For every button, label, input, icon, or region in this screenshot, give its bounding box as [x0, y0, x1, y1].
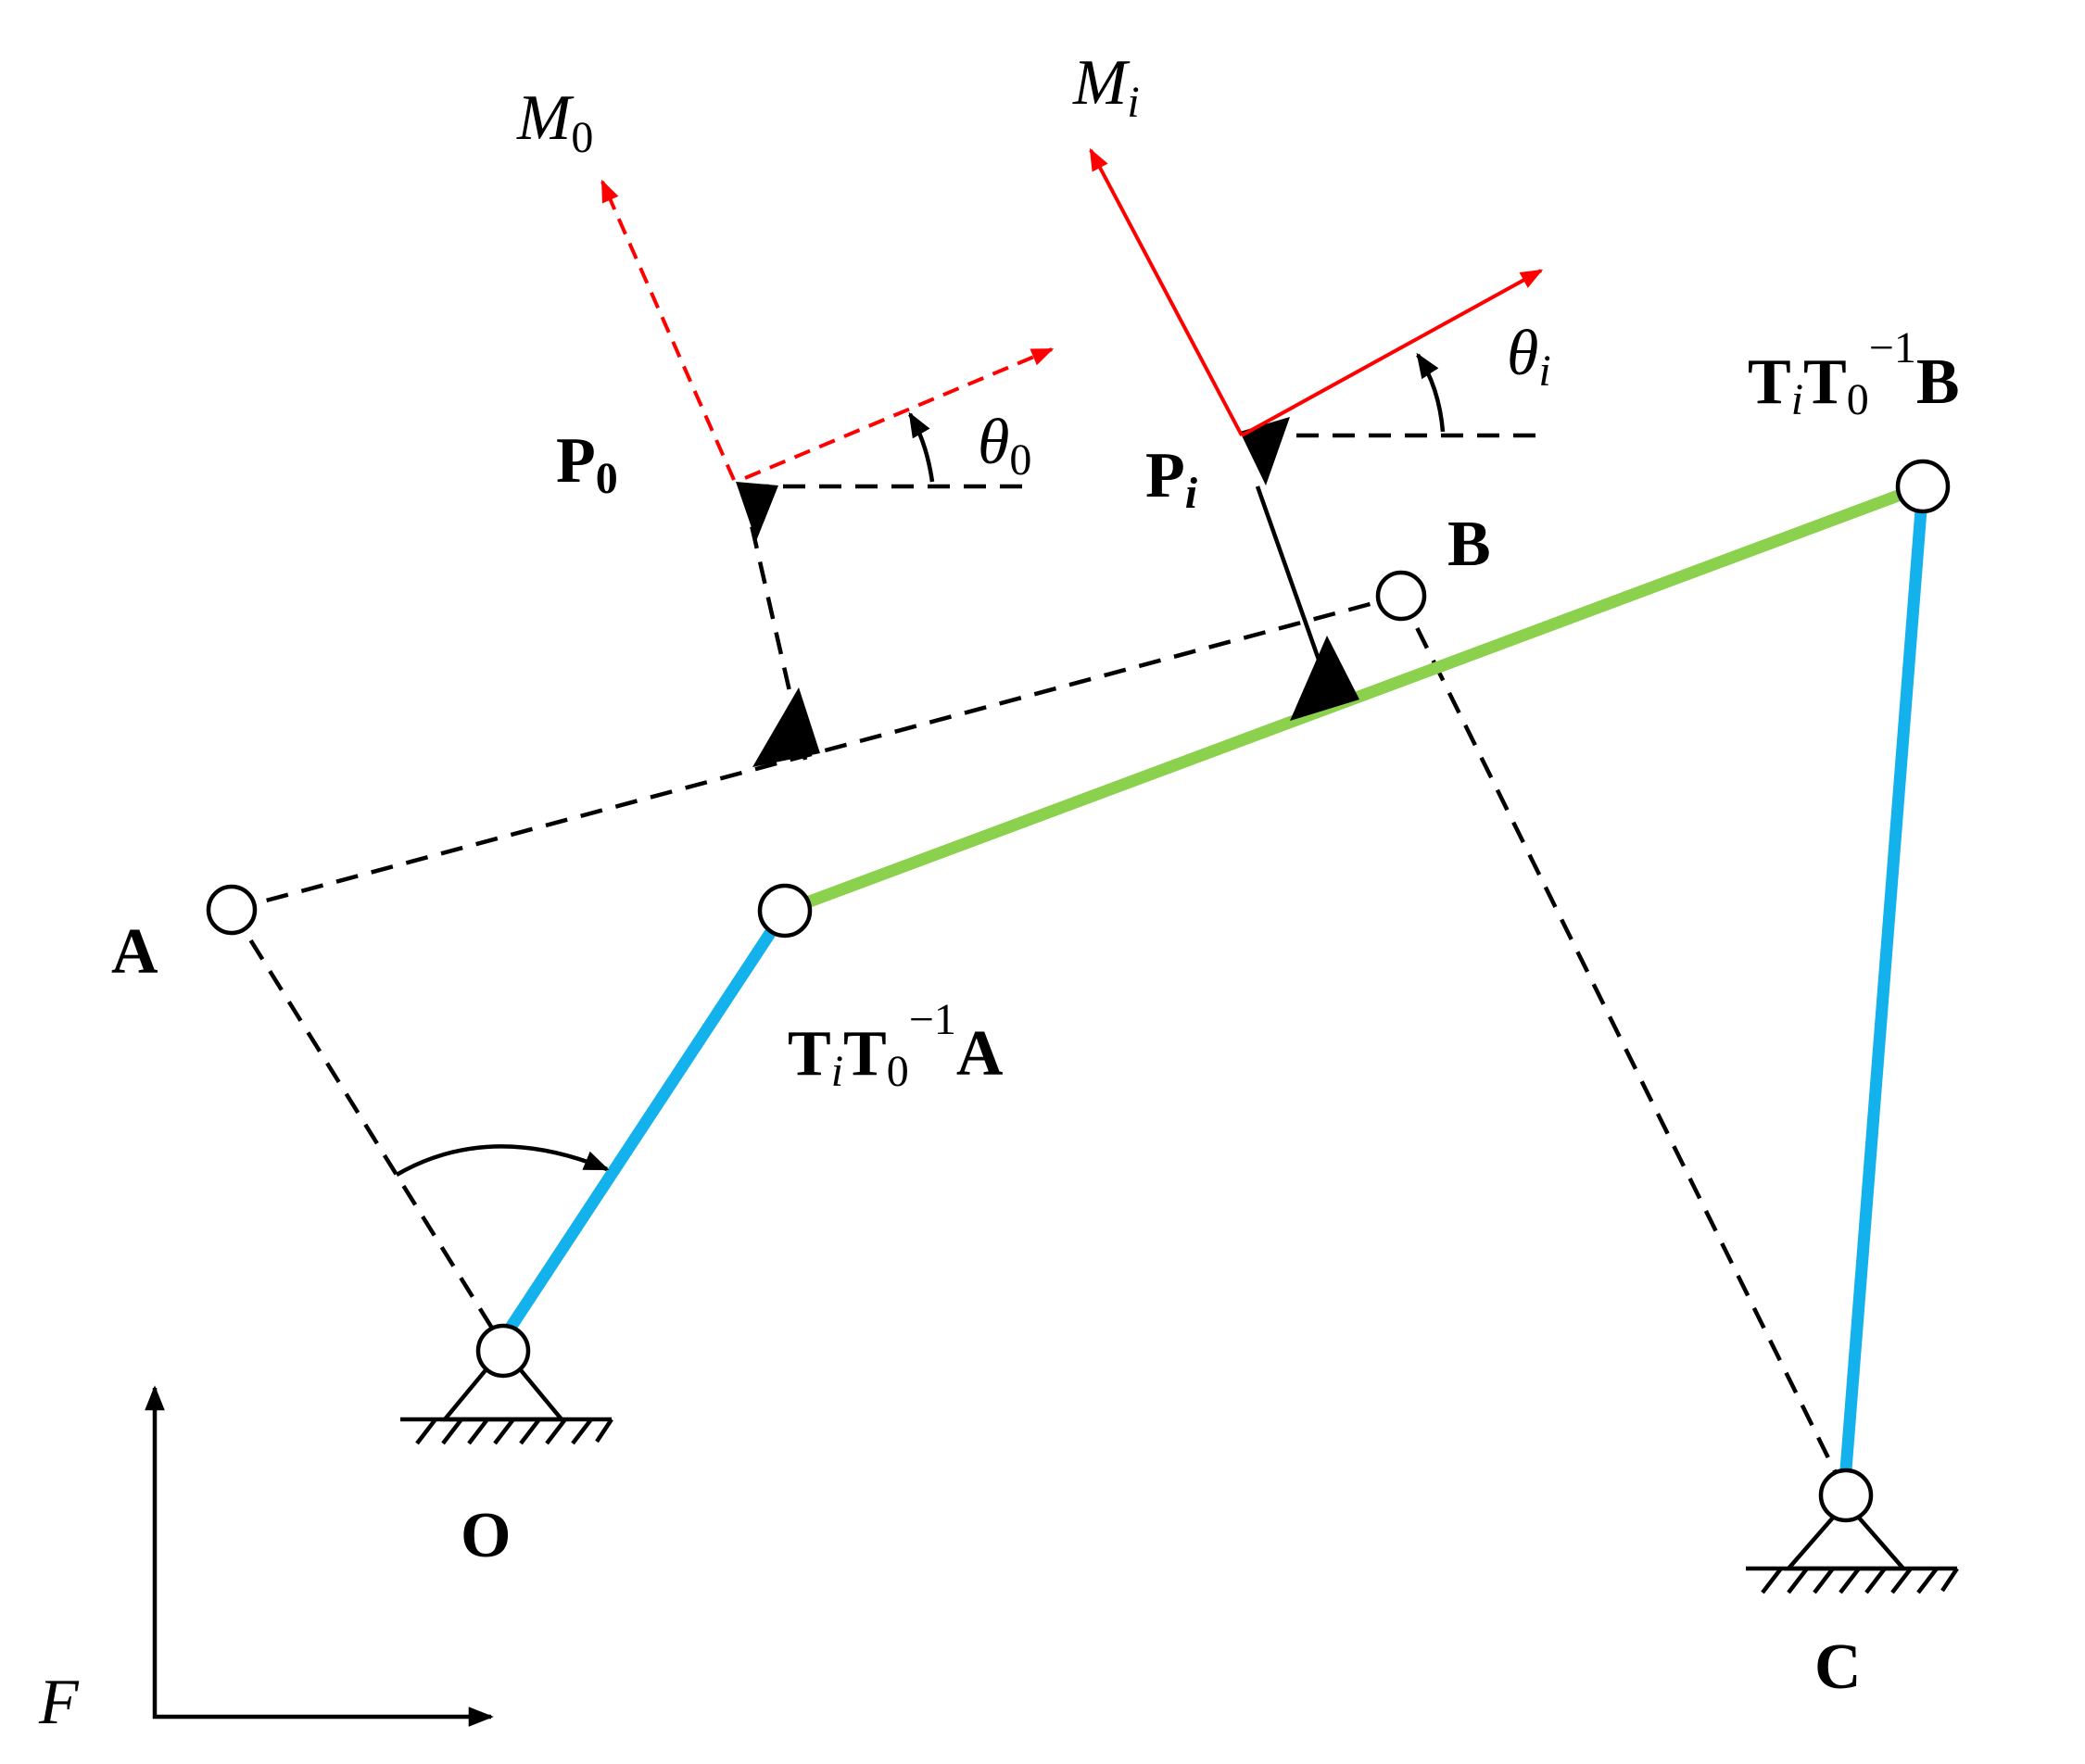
label-theta0: θ0 [978, 407, 1031, 485]
label-c: C [1814, 1632, 1862, 1703]
label-ti-t0-inv-b: TiT0−1B [1748, 323, 1960, 424]
thetai-arc-arrow [1416, 352, 1446, 433]
joint-b [1375, 570, 1427, 622]
label-mi: Mi [1072, 47, 1140, 127]
initial-p0-mount-triangle [752, 687, 820, 767]
label-ti-t0-inv-a: TiT0−1A [788, 995, 1004, 1096]
label-pi: Pi [1145, 440, 1198, 518]
rocker-link [1838, 480, 1929, 1500]
joint-ta [757, 883, 813, 939]
joint-c [1818, 1468, 1874, 1523]
initial-p0-frame-marker [736, 482, 778, 541]
pi-mount-triangle [1290, 636, 1359, 721]
label-o: O [461, 1500, 511, 1571]
pi-frame-marker [1240, 417, 1290, 485]
theta0-arc-arrow [908, 411, 935, 483]
mi-axis-arrow [1089, 147, 1244, 436]
ground-pivot-c [1746, 1499, 1959, 1594]
label-p0: P0 [556, 425, 618, 503]
m0-axis-arrow [600, 179, 736, 481]
initial-rocker-line [1398, 595, 1849, 1494]
joint-o [475, 1323, 531, 1379]
initial-x-axis-arrow [744, 347, 1055, 480]
ground-pivot-o [400, 1345, 613, 1445]
label-b: B [1447, 509, 1491, 580]
initial-coupler-line [231, 593, 1402, 913]
label-thetai: θi [1507, 318, 1551, 396]
crank-link [497, 904, 791, 1345]
joint-a [206, 884, 258, 936]
crank-rotation-arc [395, 1144, 610, 1177]
displaced-x-axis-arrow [1241, 269, 1544, 437]
joint-tb [1895, 459, 1951, 514]
label-a: A [111, 916, 158, 988]
label-f: F [38, 1667, 80, 1738]
label-m0: M0 [516, 82, 593, 162]
initial-crank-line [230, 908, 502, 1343]
